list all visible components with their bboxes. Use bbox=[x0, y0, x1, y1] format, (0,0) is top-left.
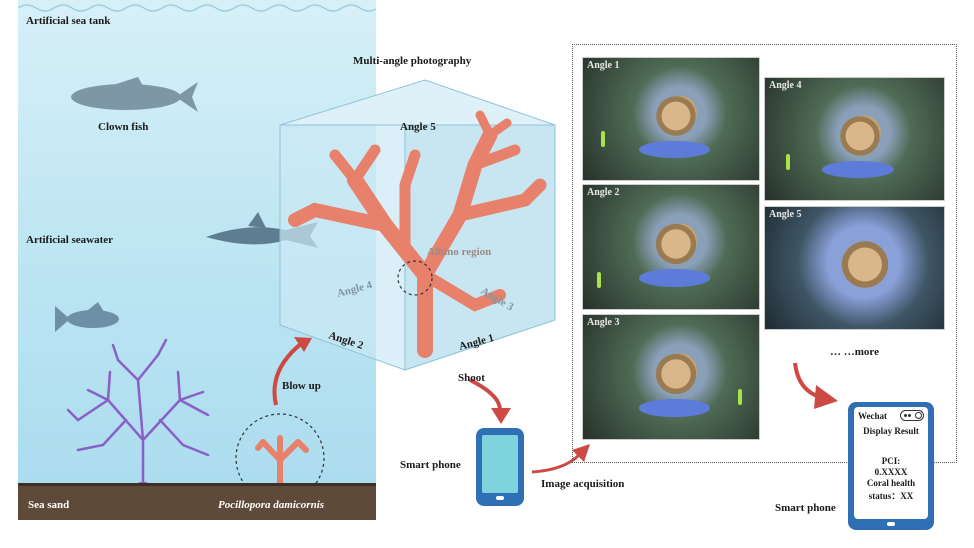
result-screen: Wechat Display Result PCI: 0.XXXX Coral … bbox=[854, 407, 928, 519]
seaweed bbox=[600, 131, 605, 148]
coral-plate bbox=[639, 399, 710, 417]
coral-specimen bbox=[653, 346, 700, 402]
photo-angle-5: Angle 5 bbox=[764, 206, 945, 330]
phone-1-label: Smart phone bbox=[400, 459, 461, 471]
sea-fan-icon bbox=[66, 338, 210, 491]
blow-up-label: Blow up bbox=[282, 380, 321, 392]
clown-fish-icon bbox=[71, 77, 198, 112]
clown-fish-label: Clown fish bbox=[98, 121, 149, 133]
shoot-arrow bbox=[469, 378, 511, 424]
blow-up-circle bbox=[235, 413, 325, 503]
cube-top-face bbox=[279, 79, 556, 126]
coral-plate bbox=[639, 140, 710, 159]
pci-value: 0.XXXX bbox=[874, 467, 908, 477]
phone-1-screen bbox=[482, 435, 518, 493]
seawater-label: Artificial seawater bbox=[26, 234, 114, 246]
shoot-arrow-line bbox=[469, 378, 502, 411]
coral-specimen bbox=[653, 216, 700, 272]
blow-up-arrowhead bbox=[294, 337, 312, 352]
photo-tag-1: Angle 1 bbox=[587, 60, 620, 71]
small-coral-icon bbox=[255, 435, 309, 485]
acquisition-arrow bbox=[531, 444, 590, 474]
result-arrowhead bbox=[814, 385, 838, 409]
acquisition-arrowhead bbox=[572, 444, 590, 462]
large-coral-icon bbox=[288, 110, 547, 358]
shark-icon bbox=[206, 212, 318, 248]
pci-label: PCI: bbox=[881, 456, 901, 466]
coral-specimen bbox=[840, 231, 891, 299]
albino-region-label: Albino region bbox=[427, 246, 491, 258]
shoot-arrowhead bbox=[491, 408, 511, 424]
result-arrow bbox=[793, 362, 838, 409]
health-status: status：XX bbox=[868, 491, 914, 501]
photo-tag-4: Angle 4 bbox=[769, 80, 802, 91]
display-result-title: Display Result bbox=[863, 426, 919, 436]
water-surface bbox=[18, 4, 376, 12]
coral-specimen bbox=[836, 108, 884, 164]
acquisition-label: Image acquisition bbox=[541, 478, 625, 490]
acquisition-arrow-line bbox=[531, 452, 582, 474]
photo-panel bbox=[572, 44, 957, 463]
angle-cube: Angle 5 Albino region Angle 4 Angle 3 An… bbox=[279, 79, 556, 371]
seaweed bbox=[786, 153, 791, 170]
tank-title: Artificial sea tank bbox=[26, 15, 111, 27]
tank-drawing bbox=[18, 4, 376, 503]
phone-2-home-button bbox=[887, 522, 895, 526]
phone-1-home-button bbox=[496, 496, 504, 500]
photo-angle-1: Angle 1 bbox=[582, 57, 760, 181]
cube-title: Multi-angle photography bbox=[353, 55, 472, 67]
albino-region-circle bbox=[397, 260, 433, 296]
shoot-label: Shoot bbox=[458, 372, 485, 384]
coral-species-label: Pocillopora damicornis bbox=[218, 499, 325, 511]
phone-2-label: Smart phone bbox=[775, 502, 836, 514]
coral-specimen bbox=[653, 88, 700, 144]
photo-angle-2: Angle 2 bbox=[582, 184, 760, 310]
photo-angle-3: Angle 3 bbox=[582, 314, 760, 440]
smart-phone-2-icon: Wechat Display Result PCI: 0.XXXX Coral … bbox=[848, 402, 934, 530]
blow-up-arrow bbox=[272, 341, 304, 406]
more-label: … …more bbox=[830, 346, 879, 358]
angle5-label: Angle 5 bbox=[400, 121, 436, 133]
smart-phone-1-icon bbox=[476, 428, 524, 506]
seaweed bbox=[737, 389, 742, 406]
seaweed bbox=[597, 271, 602, 288]
more-dots-icon[interactable] bbox=[900, 410, 924, 421]
target-icon bbox=[915, 412, 922, 419]
coral-plate bbox=[639, 269, 710, 287]
photo-tag-3: Angle 3 bbox=[587, 317, 620, 328]
coral-plate bbox=[822, 160, 894, 179]
photo-tag-5: Angle 5 bbox=[769, 209, 802, 220]
wechat-app-name: Wechat bbox=[858, 411, 887, 421]
photo-angle-4: Angle 4 bbox=[764, 77, 945, 201]
sea-sand bbox=[18, 483, 376, 520]
small-fish-icon bbox=[55, 302, 119, 332]
sea-sand-label: Sea sand bbox=[28, 499, 70, 511]
coral-health-label: Coral health bbox=[866, 478, 916, 488]
photo-tag-2: Angle 2 bbox=[587, 187, 620, 198]
